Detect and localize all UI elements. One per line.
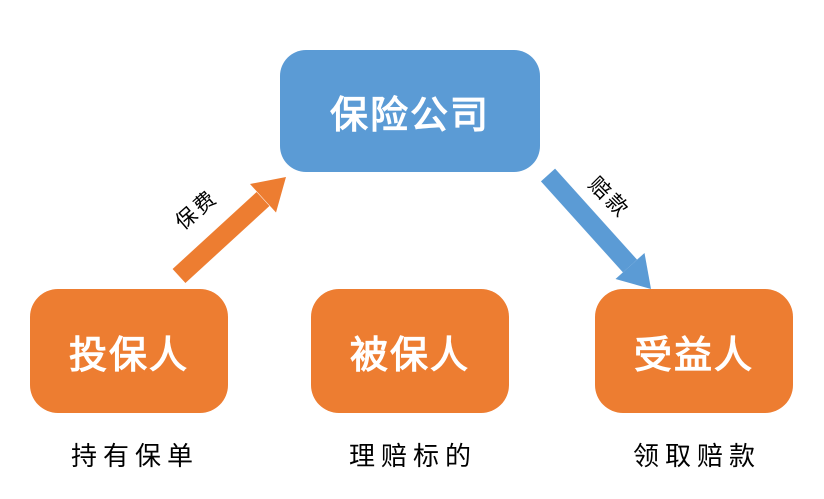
- claim-arrow-label: 赔款: [583, 172, 635, 224]
- insurance-company-node: 保险公司: [280, 50, 540, 172]
- insurance-company-label: 保险公司: [329, 94, 490, 137]
- beneficiary-label: 受益人: [633, 334, 754, 377]
- policyholder-node: 投保人: [30, 289, 228, 413]
- insured-caption: 理赔标的: [348, 441, 477, 471]
- premium-arrow-head: [250, 177, 286, 213]
- beneficiary-node: 受益人: [595, 289, 793, 413]
- beneficiary-caption: 领取赔款: [632, 441, 761, 471]
- insured-label: 被保人: [349, 334, 470, 377]
- policyholder-label: 投保人: [68, 334, 189, 377]
- premium-arrow-label: 保费: [171, 185, 223, 235]
- claim-arrow-head: [615, 253, 651, 289]
- policyholder-caption: 持有保单: [70, 441, 199, 471]
- insured-node: 被保人: [311, 289, 509, 413]
